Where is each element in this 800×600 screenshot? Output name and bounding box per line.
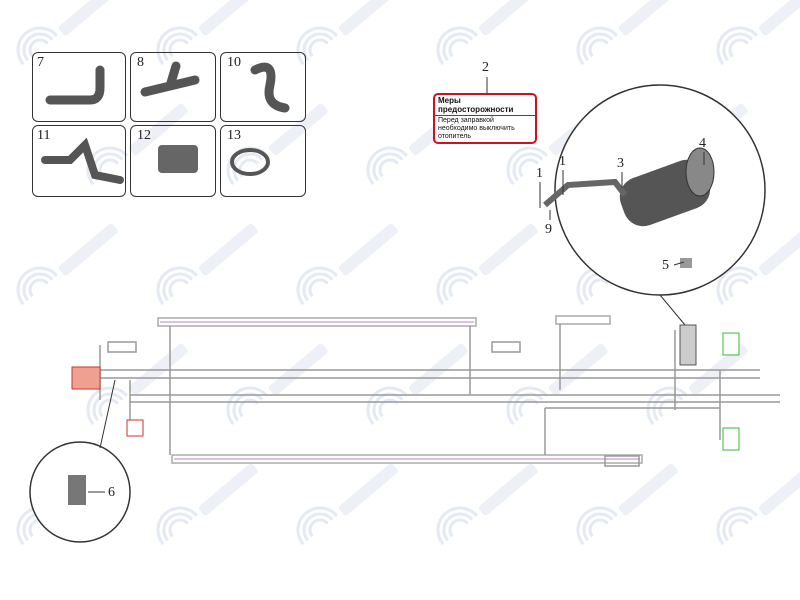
watermark-logo-icon <box>366 343 468 426</box>
tee-connector-8 <box>140 61 200 97</box>
heater-unit <box>543 147 715 268</box>
watermark-logo-icon <box>296 463 398 546</box>
part-number: 8 <box>137 55 144 70</box>
watermark-logo-icon <box>296 223 398 306</box>
watermark-logo-icon <box>436 0 538 66</box>
callout-6: 6 <box>108 485 115 500</box>
pump-detail-leader <box>99 379 116 449</box>
callout-4: 4 <box>699 136 706 151</box>
part-box-13: 13 <box>220 125 306 197</box>
watermark-logo-icon <box>156 463 258 546</box>
warning-title: Меры предосторожности <box>435 95 535 116</box>
hose-elbow-7 <box>45 65 105 105</box>
part-box-10: 10 <box>220 52 306 122</box>
hose-clamp-13 <box>230 148 270 176</box>
watermark-logo-icon <box>436 463 538 546</box>
piping-lines <box>99 315 780 467</box>
heater-mount <box>679 324 697 366</box>
part-number: 12 <box>137 128 151 143</box>
pump-part <box>68 475 86 505</box>
callout-1b: 1 <box>559 154 566 169</box>
watermark-logo-icon <box>436 223 538 306</box>
part-number: 10 <box>227 55 241 70</box>
pump-12 <box>158 145 198 173</box>
watermark-logo-icon <box>156 0 258 66</box>
watermark-logo-icon <box>16 0 118 66</box>
part-number: 7 <box>37 55 44 70</box>
part-number: 11 <box>37 128 51 143</box>
callout-9: 9 <box>545 222 552 237</box>
callout-5: 5 <box>662 258 669 273</box>
watermark-logo-icon <box>716 223 800 306</box>
heater-detail-leader <box>659 294 686 326</box>
filter-box <box>126 419 144 437</box>
heater-leader-lines <box>486 77 705 266</box>
watermark-logo-icon <box>226 343 328 426</box>
callout-1a: 1 <box>536 166 543 181</box>
warning-text: Перед заправкой необходимо выключить ото… <box>438 117 515 140</box>
green-component-top <box>722 332 740 356</box>
callout-2: 2 <box>482 60 489 75</box>
part-box-11: 11 <box>32 125 126 197</box>
watermark-logo-icon <box>156 223 258 306</box>
part-box-12: 12 <box>130 125 216 197</box>
watermark-logo-icon <box>16 223 118 306</box>
warning-label: Меры предосторожности Перед заправкой не… <box>433 93 537 144</box>
part-box-8: 8 <box>130 52 216 122</box>
callout-3: 3 <box>617 156 624 171</box>
hose-s-bend-10 <box>250 62 290 113</box>
watermark-logo-icon <box>576 0 678 66</box>
watermark-logo-icon <box>716 463 800 546</box>
watermark-logo-icon <box>506 343 608 426</box>
part-box-7: 7 <box>32 52 126 122</box>
watermark-logo-icon <box>716 0 800 66</box>
part-number: 13 <box>227 128 241 143</box>
hose-11 <box>41 137 124 184</box>
valve-block <box>71 366 101 390</box>
watermark-logo-icon <box>576 463 678 546</box>
green-component-bottom <box>722 427 740 451</box>
